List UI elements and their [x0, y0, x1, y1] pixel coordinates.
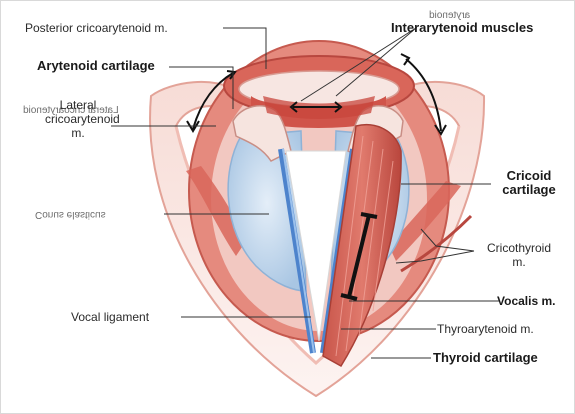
- label-vocalis: Vocalis m.: [497, 294, 555, 308]
- label-lateral-cricoarytenoid: Lateral cricoarytenoid m.: [45, 98, 111, 140]
- label-mirrored-arytenoid: arytenoid: [429, 9, 470, 23]
- label-cricothyroid-line1: Cricothyroid: [479, 241, 559, 255]
- label-conus-elasticus: Conus elasticus: [35, 207, 106, 221]
- label-cricothyroid: Cricothyroid m.: [479, 241, 559, 269]
- label-thyroarytenoid: Thyroarytenoid m.: [437, 322, 534, 336]
- label-vocal-ligament: Vocal ligament: [71, 310, 149, 324]
- label-lateral-line1: Lateral: [45, 98, 111, 112]
- label-lateral-line3: m.: [45, 126, 111, 140]
- label-cricoid-line2: cartilage: [493, 183, 565, 197]
- label-thyroid-cartilage: Thyroid cartilage: [433, 351, 538, 365]
- label-lateral-line2: cricoarytenoid: [45, 112, 111, 126]
- label-cricothyroid-line2: m.: [479, 255, 559, 269]
- label-arytenoid-cartilage: Arytenoid cartilage: [37, 59, 155, 73]
- label-interarytenoid-muscles: Interarytenoid muscles: [391, 21, 533, 35]
- label-posterior-cricoarytenoid: Posterior cricoarytenoid m.: [25, 21, 168, 35]
- label-cricoid-cartilage: Cricoid cartilage: [493, 169, 565, 197]
- label-cricoid-line1: Cricoid: [493, 169, 565, 183]
